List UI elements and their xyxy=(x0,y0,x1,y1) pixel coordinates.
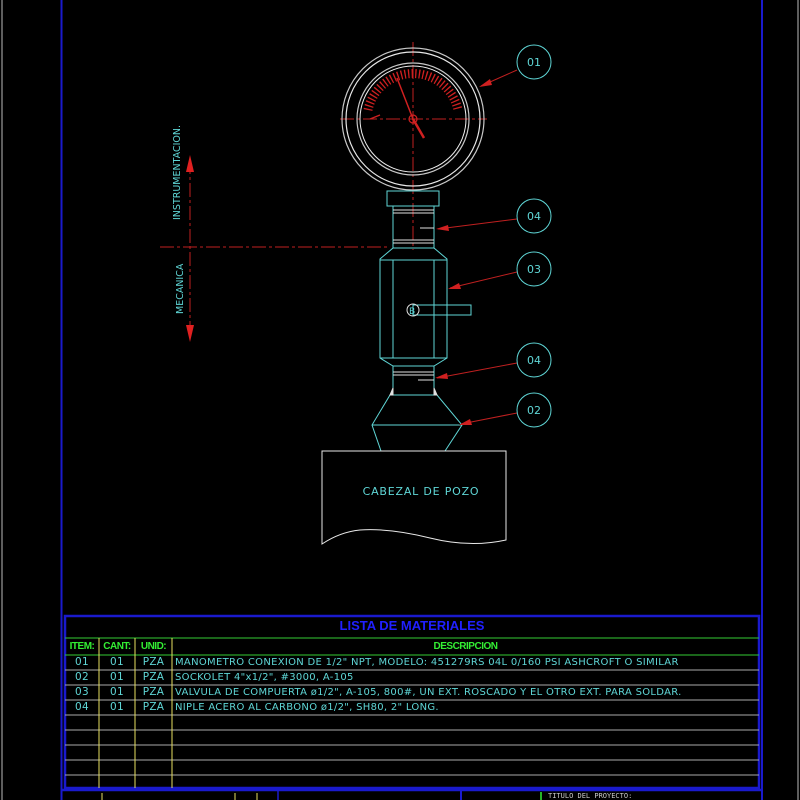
pressure-gauge-icon xyxy=(341,47,485,191)
callout-01 xyxy=(516,44,552,80)
callout-02 xyxy=(516,392,552,428)
callout-04-lower-label: 04 xyxy=(527,354,541,367)
cell-descripcion: SOCKOLET 4"x1/2", #3000, A-105 xyxy=(175,672,354,683)
cell-item: 01 xyxy=(75,656,89,668)
cell-descripcion: VALVULA DE COMPUERTA ø1/2", A-105, 800#,… xyxy=(175,687,682,698)
callout-leaders xyxy=(436,69,518,425)
header-cant: CANT: xyxy=(103,641,131,652)
header-unid: UNID: xyxy=(140,641,167,652)
cell-cant: 01 xyxy=(110,671,124,683)
cell-descripcion: MANOMETRO CONEXION DE 1/2" NPT, MODELO: … xyxy=(175,657,679,668)
materials-table: LISTA DE MATERIALES ITEM: CANT: UNID: DE… xyxy=(65,616,759,788)
leader-arrows xyxy=(435,79,492,425)
gate-valve xyxy=(379,247,472,367)
cell-item: 03 xyxy=(75,686,89,698)
callout-03 xyxy=(516,251,552,287)
label-instrumentacion: INSTRUMENTACION. xyxy=(172,125,183,220)
callout-bubbles xyxy=(516,44,552,428)
header-item: ITEM: xyxy=(69,641,95,652)
cell-cant: 01 xyxy=(110,701,124,713)
callout-02-label: 02 xyxy=(527,404,541,417)
sockolet xyxy=(371,387,463,452)
materials-table-frame xyxy=(63,614,761,790)
callout-03-label: 03 xyxy=(527,263,541,276)
callout-04-upper-label: 04 xyxy=(527,210,541,223)
header-descripcion: DESCRIPCION xyxy=(433,641,498,652)
cell-cant: 01 xyxy=(110,656,124,668)
upper-nipple xyxy=(392,206,435,248)
cell-unid: PZA xyxy=(142,656,165,668)
cell-unid: PZA xyxy=(142,671,165,683)
gauge-stem xyxy=(386,190,440,207)
materials-table-title: LISTA DE MATERIALES xyxy=(339,618,485,633)
cell-cant: 01 xyxy=(110,686,124,698)
wellhead-label: CABEZAL DE POZO xyxy=(363,485,480,498)
cell-unid: PZA xyxy=(142,686,165,698)
cell-unid: PZA xyxy=(142,701,165,713)
valve-mark: B xyxy=(409,307,415,317)
callout-01-label: 01 xyxy=(527,56,541,69)
callout-04-upper xyxy=(516,198,552,234)
callout-04-lower xyxy=(516,342,552,378)
cell-item: 04 xyxy=(75,701,89,713)
cell-item: 02 xyxy=(75,671,89,683)
project-title-label: TITULO DEL PROYECTO: xyxy=(548,792,633,800)
lower-nipple xyxy=(392,366,435,395)
arrow-down-icon xyxy=(186,325,194,342)
label-mecanica: MECANICA xyxy=(175,263,186,314)
wellhead-body xyxy=(321,450,507,545)
cell-descripcion: NIPLE ACERO AL CARBONO ø1/2", SH80, 2" L… xyxy=(175,702,439,713)
arrow-up-icon xyxy=(186,155,194,172)
